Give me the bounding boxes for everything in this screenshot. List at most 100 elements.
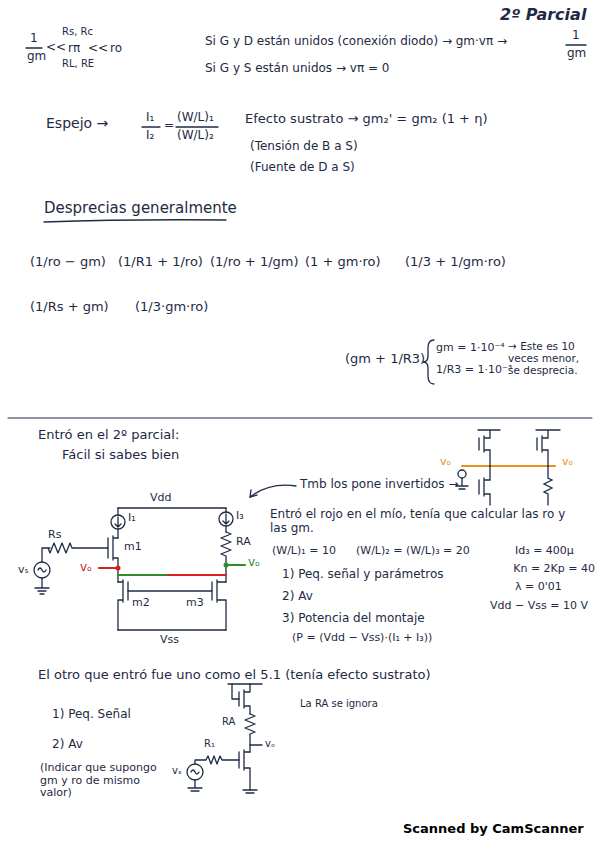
part-name: I₃ (236, 510, 244, 523)
note: (Tensión de B a S) (250, 140, 358, 154)
expression: (gm + 1/R3) (345, 352, 425, 367)
part-name: RA (222, 716, 235, 728)
node-dot (224, 563, 229, 568)
red-wire (99, 567, 118, 569)
value: (W/L)₂ = (W/L)₃ = 20 (356, 545, 470, 558)
resistor (544, 466, 552, 505)
resistor-rs (42, 543, 108, 562)
fraction-num: 1 (30, 32, 38, 46)
page-title: 2º Parcial (500, 6, 586, 24)
signal-name: vₒ (440, 456, 451, 469)
expression: (1 + gm·ro) (305, 255, 381, 270)
part-name: RA (236, 536, 251, 549)
part-name: m2 (132, 597, 150, 610)
note: El otro que entró fue uno como el 5.1 (t… (38, 668, 431, 683)
task: 1) Peq. señal y parámetros (282, 568, 444, 582)
note: Entró en el 2º parcial: (38, 428, 179, 443)
formula: (P = (Vdd − Vss)·(I₁ + I₃)) (292, 632, 432, 645)
part-name: Rs (48, 529, 61, 542)
value: Vdd − Vss = 10 V (490, 600, 588, 613)
fraction-bar (566, 44, 586, 45)
signal-name: vₒ (562, 456, 573, 469)
value: (W/L)₁ = 10 (272, 545, 336, 558)
separator-line (8, 418, 592, 419)
gate-wire (232, 684, 239, 699)
resistor-names: Rs, Rc (62, 26, 93, 38)
signal-name: vₛ (18, 564, 29, 577)
green-wire (226, 564, 245, 566)
gate-wire (128, 590, 212, 591)
note: → Este es 10 veces menor, se desprecia. (508, 340, 593, 376)
expression: (1/R1 + 1/ro) (118, 255, 203, 270)
signal-name: vₒ (248, 556, 260, 570)
value: Kn = 2Kp = 40 (513, 563, 595, 576)
param: ro (110, 42, 122, 56)
current-source (111, 515, 125, 529)
mosfet (478, 430, 500, 466)
fraction-num: 1 (572, 29, 580, 43)
expression: (1/Rs + gm) (30, 300, 109, 315)
task: 1) Peq. Señal (52, 708, 131, 722)
green-wire (118, 574, 168, 576)
part-name: R₁ (204, 738, 215, 750)
fraction-den: I₂ (146, 129, 154, 143)
orange-wire (462, 465, 555, 467)
note: Efecto sustrato → gm₂' = gm₂ (1 + η) (245, 112, 487, 127)
expression: (1/3·gm·ro) (135, 300, 208, 315)
mosfet (479, 466, 490, 505)
note: Fácil si sabes bien (62, 448, 179, 463)
rail-name: Vss (160, 634, 179, 647)
resistor-names: RL, RE (62, 58, 94, 70)
fraction-den: gm (567, 47, 586, 61)
task: 3) Potencia del montaje (282, 612, 425, 626)
arrow-head (250, 490, 257, 497)
note: Entró el rojo en el mío, tenía que calcu… (270, 508, 585, 536)
nmos (239, 750, 250, 790)
fraction-bar (142, 126, 160, 127)
mosfet-m2 (118, 580, 128, 630)
node-dot (116, 566, 121, 571)
output-wire (250, 744, 262, 745)
param: rπ (68, 42, 80, 56)
watermark: Scanned by CamScanner (403, 822, 584, 837)
section-heading: Desprecias generalmente (44, 200, 237, 217)
vss-rail (118, 629, 226, 630)
rail-name: Vdd (150, 492, 172, 505)
note: Si G y D están unidos (conexión diodo) →… (205, 35, 507, 49)
value: Id₃ = 400μ (515, 545, 574, 558)
value: λ = 0'01 (515, 581, 562, 594)
part-name: m3 (186, 597, 204, 610)
task: 2) Av (52, 738, 83, 752)
fraction-num: I₁ (146, 111, 154, 125)
relation: << (88, 42, 108, 56)
vdd-rail (118, 507, 226, 508)
part-name: m1 (124, 541, 142, 554)
note: Espejo → (46, 115, 108, 131)
current-source (219, 512, 233, 526)
expression: (1/3 + 1/gm·ro) (405, 255, 506, 270)
fraction-bar (176, 126, 218, 127)
note: Si G y S están unidos → vπ = 0 (205, 62, 389, 76)
signal-source (458, 470, 466, 478)
signal-name: vₒ (80, 561, 92, 575)
fraction-bar (26, 47, 42, 48)
relation: = (164, 119, 174, 133)
resistor-ra (245, 714, 255, 752)
task: 2) Av (282, 590, 313, 604)
vdd-rail (228, 683, 262, 684)
expression: (1/ro + 1/gm) (210, 255, 299, 270)
note: Tmb los pone invertidos → (300, 478, 458, 492)
fraction-num: (W/L)₁ (177, 111, 214, 125)
underline (44, 220, 226, 222)
expression: (1/ro − gm) (30, 255, 106, 270)
relation: << (46, 41, 66, 55)
ground (35, 568, 49, 594)
mosfet-m1 (108, 536, 118, 582)
value: 1/R3 = 1·10⁻³ (436, 364, 512, 377)
pmos (239, 684, 250, 714)
current-arrow (223, 514, 229, 524)
current-arrow (115, 517, 121, 527)
fraction-den: gm (27, 50, 46, 64)
mosfet (536, 430, 560, 466)
